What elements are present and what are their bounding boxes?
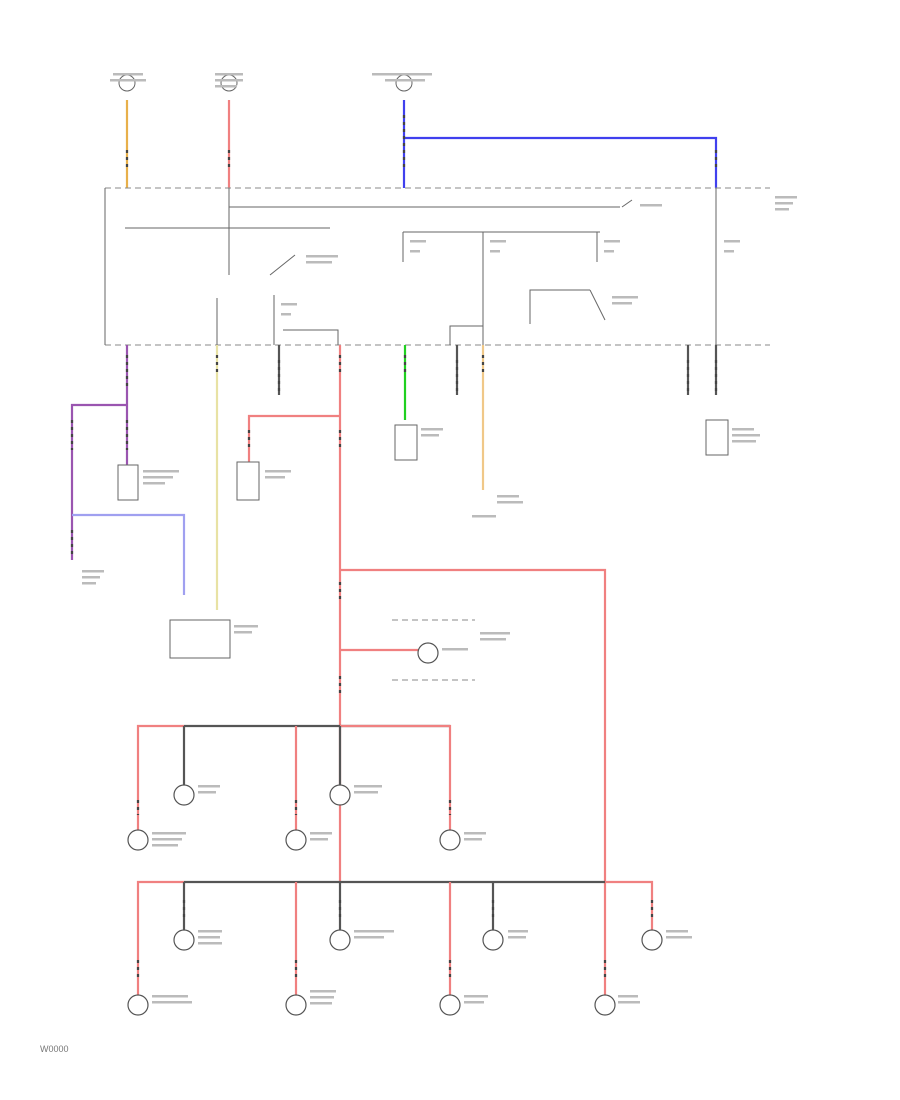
- lamp-10: [127, 994, 149, 1016]
- lamp-5: [439, 829, 461, 851]
- relay-switch: [589, 289, 606, 321]
- power-source-3: [395, 74, 413, 92]
- lamp-2: [329, 784, 351, 806]
- light-blue-wire: [72, 513, 186, 595]
- component-box-4: [394, 424, 418, 461]
- red-branch-right: [340, 568, 607, 1000]
- lamp-13: [594, 994, 616, 1016]
- lamp-7: [329, 929, 351, 951]
- bus-1-red-right: [340, 724, 452, 830]
- internal-link-2: [449, 325, 483, 345]
- component-box-5: [705, 419, 729, 456]
- bus-1-red-left: [136, 724, 184, 830]
- lamp-9: [641, 929, 663, 951]
- component-box-2: [169, 619, 231, 659]
- violet-branch-wire: [70, 403, 127, 560]
- figure-code: W0000: [40, 1044, 69, 1054]
- fuse-block: [104, 187, 770, 346]
- top-feeds: [118, 74, 718, 188]
- power-source-2: [220, 74, 238, 92]
- lamp-bus-2: [127, 880, 663, 1016]
- lamp-6: [173, 929, 195, 951]
- lamp-11: [285, 994, 307, 1016]
- lamp-4: [285, 829, 307, 851]
- illegible-label-marks: [82, 73, 797, 1005]
- lamp-a: [417, 642, 439, 664]
- lamp-1: [173, 784, 195, 806]
- lamp-12: [439, 994, 461, 1016]
- switch-contact-1: [269, 254, 296, 276]
- relay-frame: [529, 289, 590, 324]
- lamp-3: [127, 829, 149, 851]
- blue-branch-wire: [404, 136, 718, 188]
- lamp-bus-1: [127, 724, 461, 851]
- bus-2-red-far: [605, 880, 654, 930]
- lamp-8: [482, 929, 504, 951]
- power-source-1: [118, 74, 136, 92]
- red-branch-left: [247, 414, 340, 465]
- bus-2-red-left: [136, 880, 184, 995]
- internal-link-1: [283, 329, 339, 345]
- branch-wires: [70, 345, 729, 1000]
- switch-contact-2: [621, 199, 633, 208]
- connector-marks: [70, 115, 718, 980]
- component-box-3: [236, 461, 260, 501]
- component-box-1: [117, 464, 139, 501]
